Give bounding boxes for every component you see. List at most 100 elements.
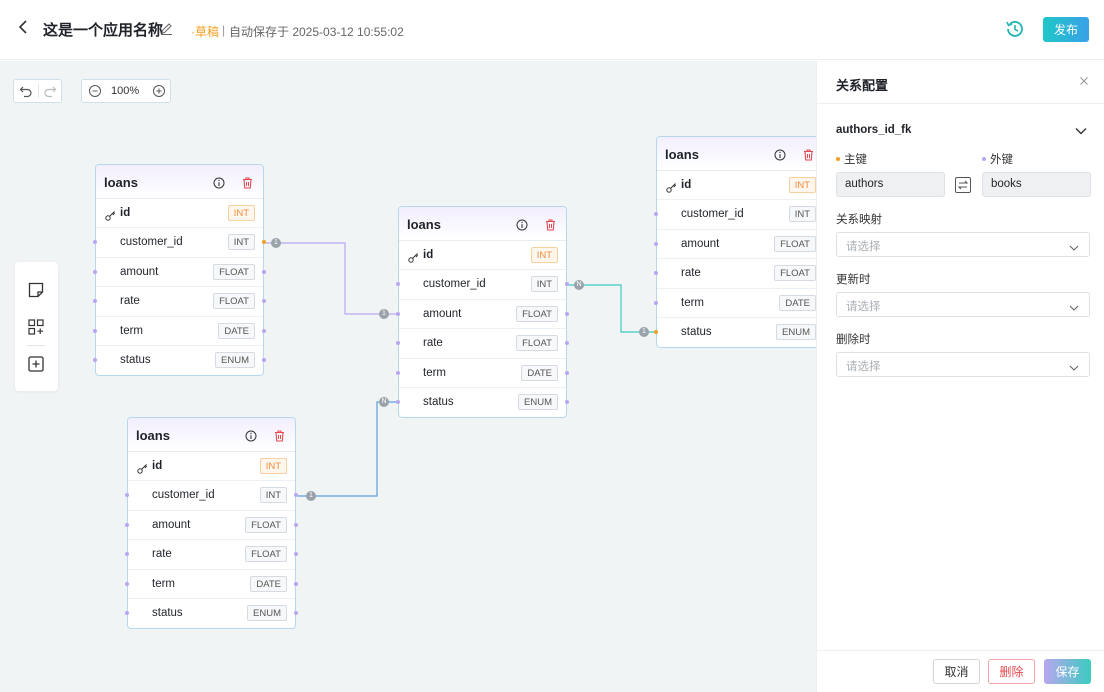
zoom-out-icon[interactable] <box>88 84 102 98</box>
connection-handle[interactable] <box>125 493 129 498</box>
save-button[interactable]: 保存 <box>1044 659 1091 684</box>
table-header[interactable]: loans <box>657 137 816 171</box>
connection-handle[interactable] <box>262 240 266 245</box>
table-header[interactable]: loans <box>399 207 566 241</box>
swap-icon[interactable] <box>955 177 971 193</box>
connection-handle[interactable] <box>654 329 658 334</box>
cancel-button[interactable]: 取消 <box>933 659 980 684</box>
delete-trash-icon[interactable] <box>545 218 556 236</box>
zoom-in-icon[interactable] <box>152 84 166 98</box>
edit-pencil-icon[interactable] <box>160 22 173 40</box>
history-clock-icon[interactable] <box>1004 18 1026 45</box>
delete-trash-icon[interactable] <box>242 176 253 194</box>
connection-handle[interactable] <box>93 357 97 362</box>
note-icon[interactable] <box>27 281 45 299</box>
table-header[interactable]: loans <box>96 165 263 199</box>
connection-handle[interactable] <box>262 357 266 362</box>
info-icon[interactable] <box>245 429 257 447</box>
mapping-select[interactable]: 请选择 <box>836 232 1090 257</box>
connection-handle[interactable] <box>654 241 658 246</box>
chevron-down-icon[interactable] <box>1074 124 1088 143</box>
connection-handle[interactable] <box>396 282 400 287</box>
close-icon[interactable] <box>1079 75 1089 89</box>
connection-handle[interactable] <box>262 328 266 333</box>
connection-handle[interactable] <box>396 311 400 316</box>
connection-handle[interactable] <box>125 610 129 615</box>
connection-handle[interactable] <box>262 299 266 304</box>
connection-handle[interactable] <box>294 610 298 615</box>
edge-line[interactable] <box>568 284 656 333</box>
add-widget-icon[interactable] <box>27 318 45 336</box>
table-header[interactable]: loans <box>128 418 295 452</box>
on-update-select[interactable]: 请选择 <box>836 292 1090 317</box>
connection-handle[interactable] <box>654 300 658 305</box>
connection-handle[interactable] <box>125 581 129 586</box>
connection-handle[interactable] <box>396 399 400 404</box>
delete-trash-icon[interactable] <box>274 429 285 447</box>
connection-handle[interactable] <box>294 581 298 586</box>
connection-handle[interactable] <box>294 493 298 498</box>
column-name: status <box>152 606 183 619</box>
undo-icon[interactable] <box>19 84 33 98</box>
info-icon[interactable] <box>774 148 786 166</box>
connection-handle[interactable] <box>654 212 658 217</box>
info-icon[interactable] <box>516 218 528 236</box>
back-chevron-icon[interactable] <box>18 20 32 40</box>
connection-handle[interactable] <box>396 370 400 375</box>
connection-handle[interactable] <box>93 269 97 274</box>
on-delete-select[interactable]: 请选择 <box>836 352 1090 377</box>
connection-handle[interactable] <box>294 522 298 527</box>
delete-button[interactable]: 删除 <box>988 659 1035 684</box>
publish-button[interactable]: 发布 <box>1043 17 1089 42</box>
connection-handle[interactable] <box>294 552 298 557</box>
delete-trash-icon[interactable] <box>803 148 814 166</box>
connection-handle[interactable] <box>125 552 129 557</box>
connection-handle[interactable] <box>565 341 569 346</box>
edge-line[interactable] <box>298 401 398 497</box>
connection-handle[interactable] <box>565 311 569 316</box>
edge-line[interactable] <box>266 242 398 315</box>
connection-handle[interactable] <box>396 341 400 346</box>
connection-handle[interactable] <box>565 399 569 404</box>
connection-handle[interactable] <box>125 522 129 527</box>
connection-handle[interactable] <box>93 240 97 245</box>
redo-icon[interactable] <box>43 84 57 98</box>
add-table-icon[interactable] <box>27 355 45 373</box>
connection-handle[interactable] <box>565 282 569 287</box>
connection-handle[interactable] <box>93 328 97 333</box>
connection-handle[interactable] <box>565 370 569 375</box>
connection-handle[interactable] <box>93 299 97 304</box>
connection-handle[interactable] <box>654 271 658 276</box>
info-icon[interactable] <box>213 176 225 194</box>
connection-handle[interactable] <box>262 269 266 274</box>
